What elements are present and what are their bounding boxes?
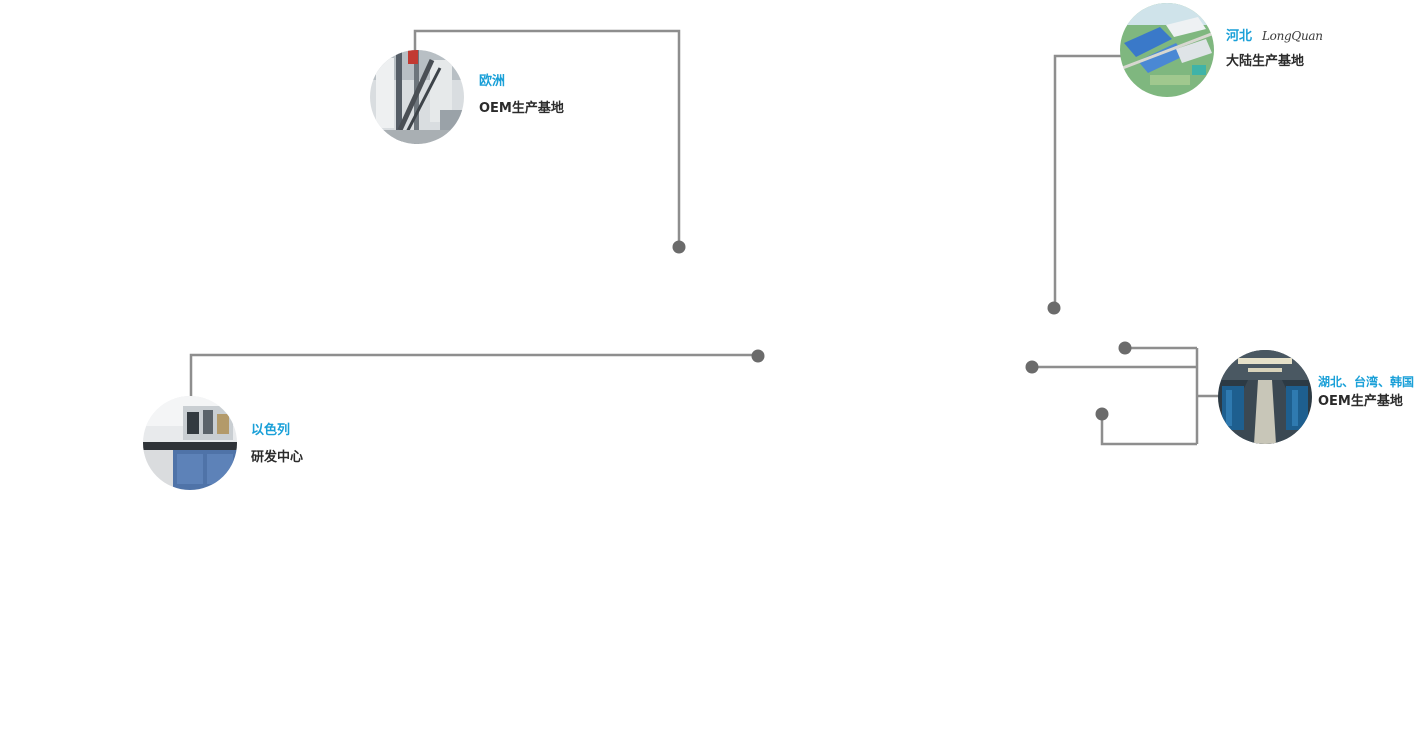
region-label-asia: 湖北、台湾、韩国 <box>1318 375 1414 389</box>
facility-label-hebei: 大陆生产基地 <box>1226 54 1305 69</box>
facility-label-asia: OEM生产基地 <box>1318 394 1403 409</box>
region-text-hebei: 河北 <box>1226 29 1253 44</box>
production-line-photo <box>1218 350 1312 444</box>
connector-line-israel <box>189 353 758 400</box>
node-dot-europe[interactable] <box>672 240 686 254</box>
region-label-europe: 欧洲 <box>479 74 506 89</box>
factory-pipes-photo <box>370 50 464 144</box>
node-dot-asia-middle[interactable] <box>1025 360 1039 374</box>
facility-label-europe: OEM生产基地 <box>479 101 564 116</box>
facility-label-israel: 研发中心 <box>251 450 304 465</box>
connector-line-hebei <box>1053 54 1122 308</box>
longquan-logo: LongQuan <box>1262 29 1323 43</box>
node-dot-israel[interactable] <box>751 349 765 363</box>
node-dot-asia-top[interactable] <box>1118 341 1132 355</box>
connector-line-asia-bottom <box>1100 414 1197 446</box>
node-dot-hebei[interactable] <box>1047 301 1061 315</box>
region-label-hebei: 河北 LongQuan <box>1226 30 1323 43</box>
laboratory-photo <box>143 396 237 490</box>
aerial-plant-photo <box>1120 3 1214 97</box>
connector-line-europe <box>413 29 681 246</box>
node-dot-asia-bottom[interactable] <box>1095 407 1109 421</box>
region-label-israel: 以色列 <box>251 423 291 438</box>
